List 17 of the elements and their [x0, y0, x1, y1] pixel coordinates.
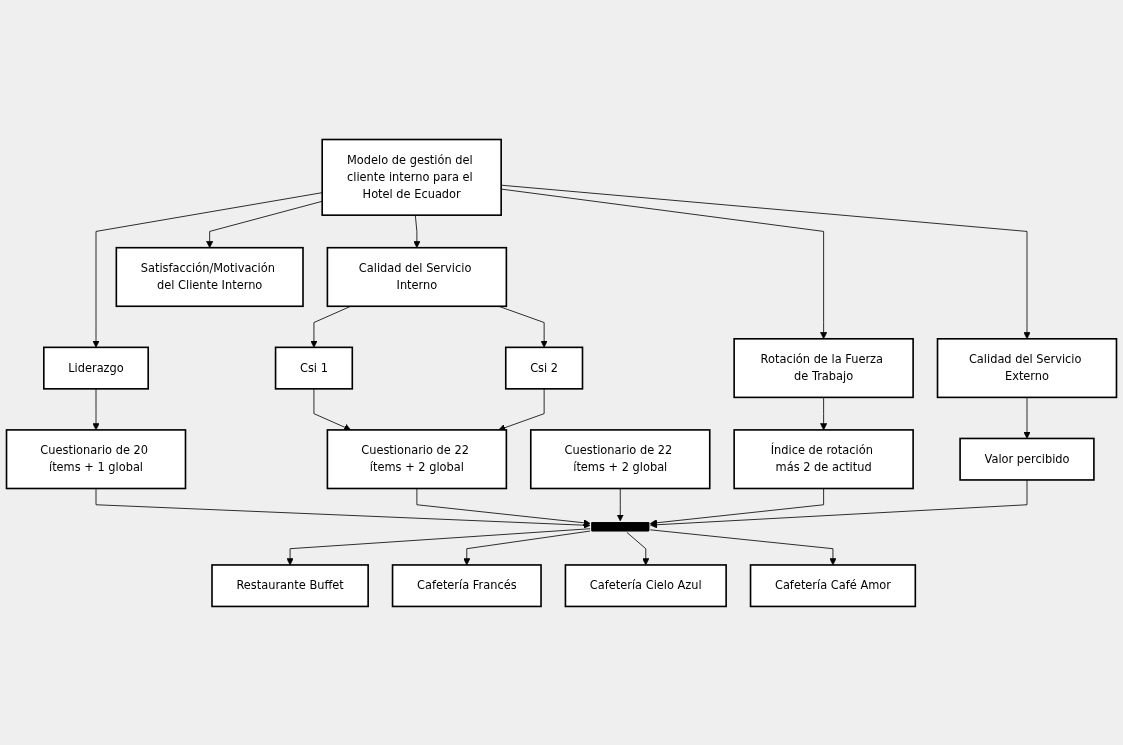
node-box: Calidad del Servicio Interno: [326, 246, 508, 307]
node-box: Cuestionario de 20 ítems + 1 global: [5, 428, 187, 489]
node-box: Cafetería Café Amor: [749, 563, 917, 607]
node-box: Cuestionario de 22 ítems + 2 global: [529, 428, 711, 489]
node-box: Satisfacción/Motivación del Cliente Interno: [115, 246, 304, 307]
node-box: Cafetería Cielo Azul: [564, 563, 727, 607]
node-box: Índice de rotación más 2 de actitud: [733, 428, 914, 489]
node-box: Liderazgo: [43, 346, 149, 390]
node-box: Valor percibido: [959, 437, 1095, 481]
node-box: Csi 1: [274, 346, 354, 390]
node-box: Cuestionario de 22 ítems + 2 global: [326, 428, 508, 489]
node-box: Modelo de gestión del cliente interno para el Hotel de Ecuador: [321, 138, 502, 216]
node-box: Calidad del Servicio Externo: [936, 337, 1118, 398]
node-box: Rotación de la Fuerza de Trabajo: [733, 337, 914, 398]
node-box: Csi 2: [504, 346, 584, 390]
node-box: Restaurante Buffet: [211, 563, 369, 607]
node-box: Cafetería Francés: [391, 563, 542, 607]
